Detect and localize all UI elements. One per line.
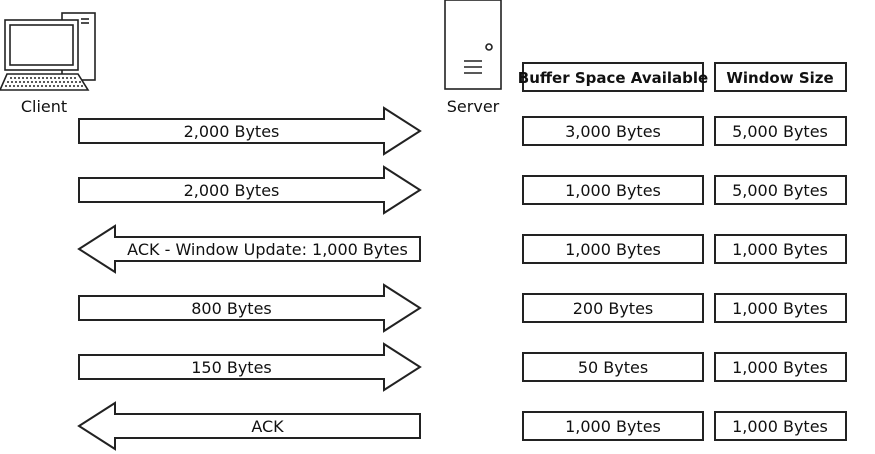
arrow-label: 2,000 Bytes (184, 122, 280, 141)
arrow-label: 800 Bytes (191, 299, 272, 318)
buffer-cell (522, 293, 704, 323)
window-value: 1,000 Bytes (732, 240, 828, 259)
window-cell (714, 234, 847, 264)
window-value: 1,000 Bytes (732, 417, 828, 436)
arrow-to-client (77, 401, 421, 451)
message-row: 800 Bytes 200 Bytes 1,000 Bytes (78, 283, 847, 333)
buffer-cell (522, 411, 704, 441)
arrow-label: ACK - Window Update: 1,000 Bytes (127, 240, 408, 259)
arrow-to-server (78, 342, 422, 392)
buffer-cell (522, 116, 704, 146)
window-value: 5,000 Bytes (732, 181, 828, 200)
arrow-to-server (78, 283, 422, 333)
buffer-value: 50 Bytes (578, 358, 648, 377)
header-cell-buffer (522, 62, 704, 92)
buffer-value: 1,000 Bytes (565, 181, 661, 200)
server-tower-icon (444, 0, 502, 90)
arrow-label: 2,000 Bytes (184, 181, 280, 200)
buffer-value: 3,000 Bytes (565, 122, 661, 141)
message-row: 150 Bytes 50 Bytes 1,000 Bytes (78, 342, 847, 392)
arrow-to-server (78, 106, 422, 156)
buffer-cell (522, 352, 704, 382)
server-label: Server (447, 97, 500, 116)
window-cell (714, 293, 847, 323)
arrow-label: ACK (251, 417, 284, 436)
header-window-label: Window Size (726, 69, 833, 87)
header-buffer-label: Buffer Space Available (518, 69, 708, 87)
arrow-to-server (78, 165, 422, 215)
window-value: 1,000 Bytes (732, 299, 828, 318)
window-value: 5,000 Bytes (732, 122, 828, 141)
buffer-cell (522, 234, 704, 264)
client-label: Client (21, 97, 67, 116)
message-row: ACK - Window Update: 1,000 Bytes 1,000 By… (77, 224, 847, 274)
buffer-cell (522, 175, 704, 205)
arrow-to-client (77, 224, 421, 274)
window-value: 1,000 Bytes (732, 358, 828, 377)
buffer-value: 1,000 Bytes (565, 240, 661, 259)
buffer-value: 1,000 Bytes (565, 417, 661, 436)
window-cell (714, 411, 847, 441)
arrow-label: 150 Bytes (191, 358, 272, 377)
window-cell (714, 175, 847, 205)
message-row: ACK 1,000 Bytes 1,000 Bytes (77, 401, 847, 451)
table-header: Buffer Space Available Window Size (518, 62, 847, 92)
window-cell (714, 116, 847, 146)
message-row: 2,000 Bytes 3,000 Bytes 5,000 Bytes (78, 106, 847, 156)
desktop-computer-icon (0, 12, 96, 91)
message-row: 2,000 Bytes 1,000 Bytes 5,000 Bytes (78, 165, 847, 215)
header-cell-window (714, 62, 847, 92)
buffer-value: 200 Bytes (573, 299, 654, 318)
window-cell (714, 352, 847, 382)
